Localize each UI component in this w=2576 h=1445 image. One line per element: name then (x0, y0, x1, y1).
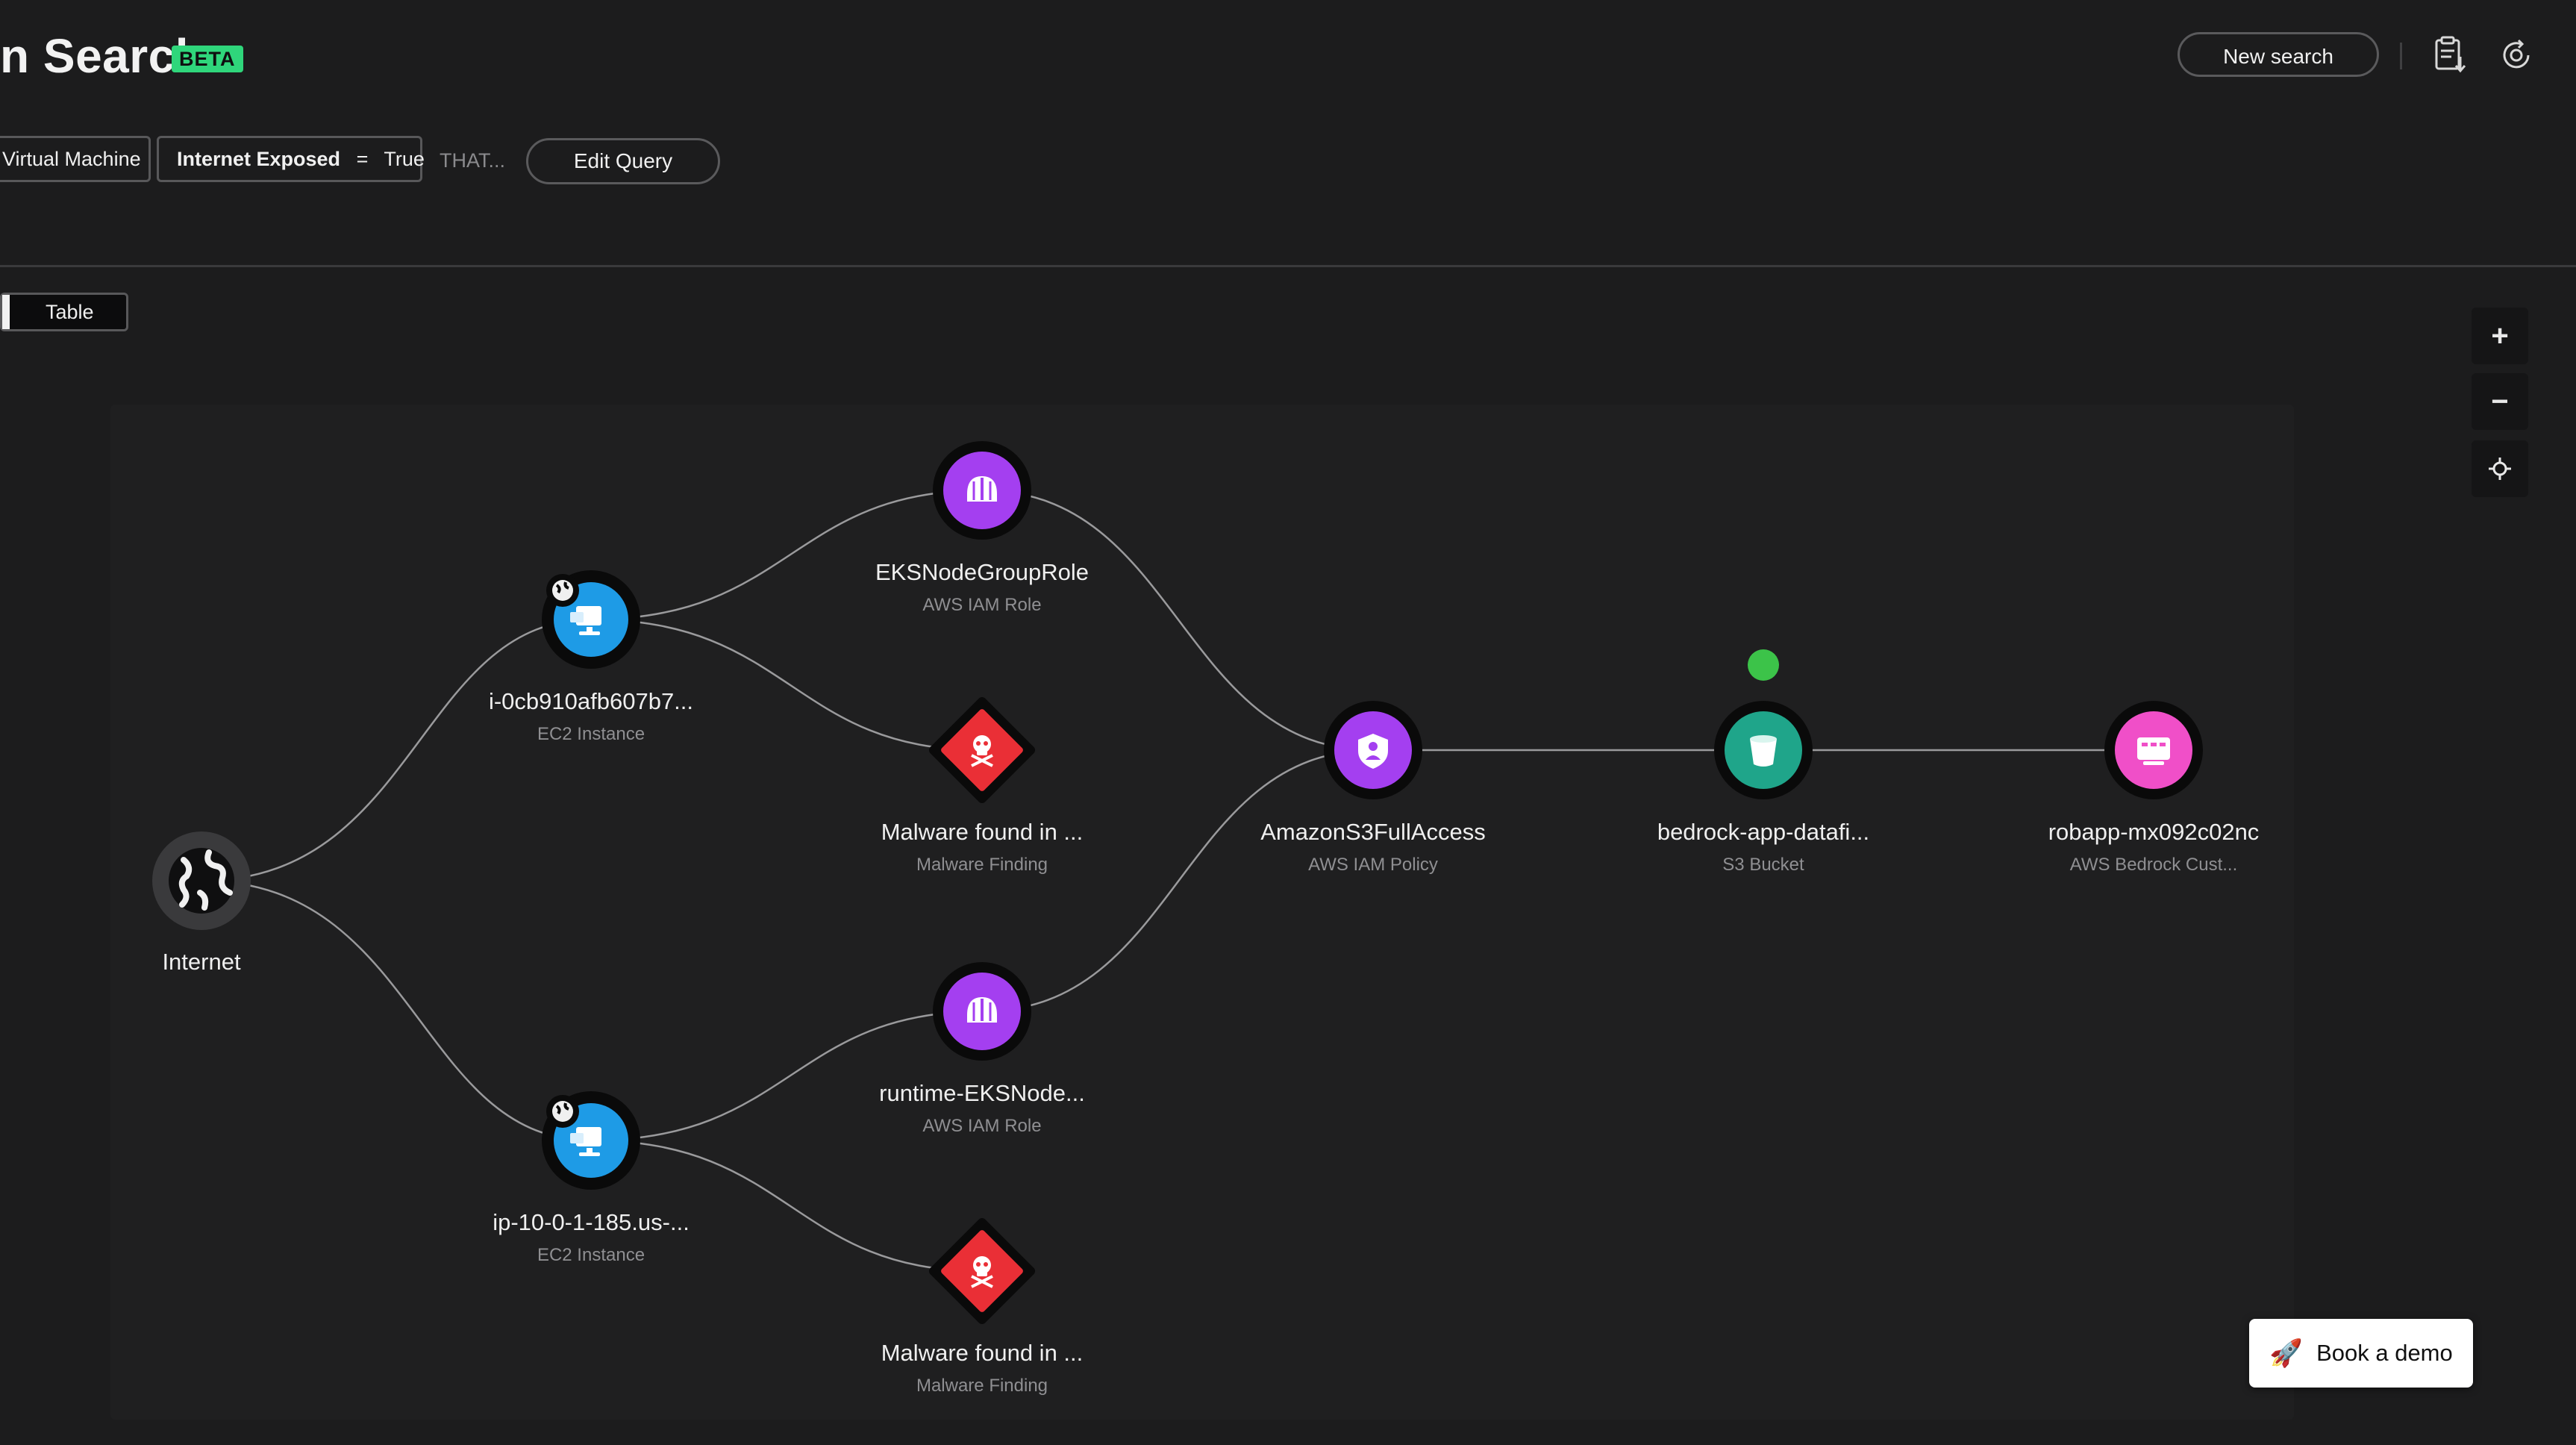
vm-icon (570, 606, 601, 635)
view-toggle[interactable]: Table (0, 293, 128, 331)
vm-icon (570, 1127, 601, 1156)
node-type: S3 Bucket (1722, 855, 1804, 875)
chip-operator: = (356, 148, 369, 170)
globe-badge-icon (552, 1101, 573, 1122)
graph-node-role2[interactable]: runtime-EKSNode... AWS IAM Role (879, 962, 1085, 1136)
graph-node-role1[interactable]: EKSNodeGroupRole AWS IAM Role (875, 441, 1089, 615)
chip-label: Virtual Machine (2, 148, 141, 170)
edge-ec2a-role1 (590, 489, 983, 621)
shield-user-icon (1358, 734, 1388, 769)
that-connector[interactable]: THAT... (440, 149, 506, 172)
graph-node-bedrock[interactable]: robapp-mx092c02nc AWS Bedrock Cust... (2048, 701, 2260, 875)
node-type: AWS IAM Role (922, 595, 1041, 615)
skull-icon (973, 735, 991, 755)
query-chip-virtual-machine[interactable]: Virtual Machine (0, 136, 151, 182)
node-type: Malware Finding (916, 1376, 1048, 1396)
new-search-button[interactable]: New search (2178, 32, 2379, 77)
recenter-button[interactable] (2472, 440, 2528, 497)
chip-field: Internet Exposed (177, 148, 341, 170)
query-chip-internet-exposed[interactable]: Internet Exposed = True (157, 136, 425, 182)
node-label: runtime-EKSNode... (879, 1080, 1085, 1106)
node-label: Internet (162, 949, 241, 975)
beta-badge: BETA (172, 46, 243, 72)
node-type: Malware Finding (916, 855, 1048, 875)
rotate-target-icon[interactable] (2494, 33, 2539, 78)
zoom-out-button[interactable]: − (2472, 373, 2528, 430)
edge-ec2a-mal1 (590, 618, 983, 752)
edit-query-button[interactable]: Edit Query (526, 138, 720, 184)
rocket-icon: 🚀 (2269, 1338, 2304, 1368)
page-header: n Search BETA New search Virtual Machine… (0, 0, 2576, 267)
zoom-in-button[interactable]: + (2472, 308, 2528, 364)
node-type: AWS IAM Policy (1308, 855, 1438, 875)
model-icon (2137, 737, 2170, 765)
node-label: i-0cb910afb607b7... (489, 688, 693, 714)
edge-ec2b-mal2 (590, 1139, 983, 1273)
table-view-toggle[interactable]: Table (46, 301, 94, 323)
crosshair-icon (2489, 458, 2511, 480)
graph-node-policy[interactable]: AmazonS3FullAccess AWS IAM Policy (1260, 701, 1486, 875)
node-type: EC2 Instance (537, 1245, 645, 1265)
page-title: n Search (0, 29, 205, 83)
edge-role2-policy (981, 749, 1374, 1013)
bucket-icon (1750, 739, 1777, 767)
node-label: Malware found in ... (881, 1340, 1084, 1366)
node-type: AWS IAM Role (922, 1116, 1041, 1136)
globe-badge-icon (552, 580, 573, 601)
skull-icon (973, 1256, 991, 1276)
book-demo-button[interactable]: 🚀 Book a demo (2249, 1319, 2473, 1388)
graph-node-ec2b[interactable]: ip-10-0-1-185.us-... EC2 Instance (493, 1091, 690, 1265)
node-label: robapp-mx092c02nc (2048, 819, 2260, 845)
status-dot (1748, 649, 1779, 681)
node-label: Malware found in ... (881, 819, 1084, 845)
node-label: EKSNodeGroupRole (875, 559, 1089, 585)
chip-value: True (384, 148, 425, 170)
graph-node-malware-2[interactable]: Malware found in ... Malware Finding (881, 1216, 1084, 1396)
edge-ec2b-role2 (590, 1010, 983, 1142)
edge-role1-policy (981, 489, 1374, 752)
clipboard-download-icon[interactable] (2427, 33, 2472, 78)
graph-node-bucket[interactable]: bedrock-app-datafi... S3 Bucket (1657, 649, 1869, 875)
book-demo-label: Book a demo (2316, 1340, 2453, 1366)
graph-node-internet[interactable]: Internet (152, 831, 251, 975)
node-label: ip-10-0-1-185.us-... (493, 1209, 690, 1235)
graph-node-ec2a[interactable]: i-0cb910afb607b7... EC2 Instance (489, 570, 693, 744)
edge-internet-ec2a (201, 618, 592, 882)
graph-node-malware-1[interactable]: Malware found in ... Malware Finding (881, 695, 1084, 875)
graph-edges (201, 489, 2154, 1273)
node-type: EC2 Instance (537, 724, 645, 744)
edge-internet-ec2b (201, 879, 592, 1142)
node-type: AWS Bedrock Cust... (2070, 855, 2238, 875)
graph-view-toggle-segment[interactable] (2, 295, 10, 329)
node-label: bedrock-app-datafi... (1657, 819, 1869, 845)
header-divider (2400, 43, 2402, 69)
node-label: AmazonS3FullAccess (1260, 819, 1486, 845)
graph-canvas[interactable] (110, 405, 2294, 1420)
